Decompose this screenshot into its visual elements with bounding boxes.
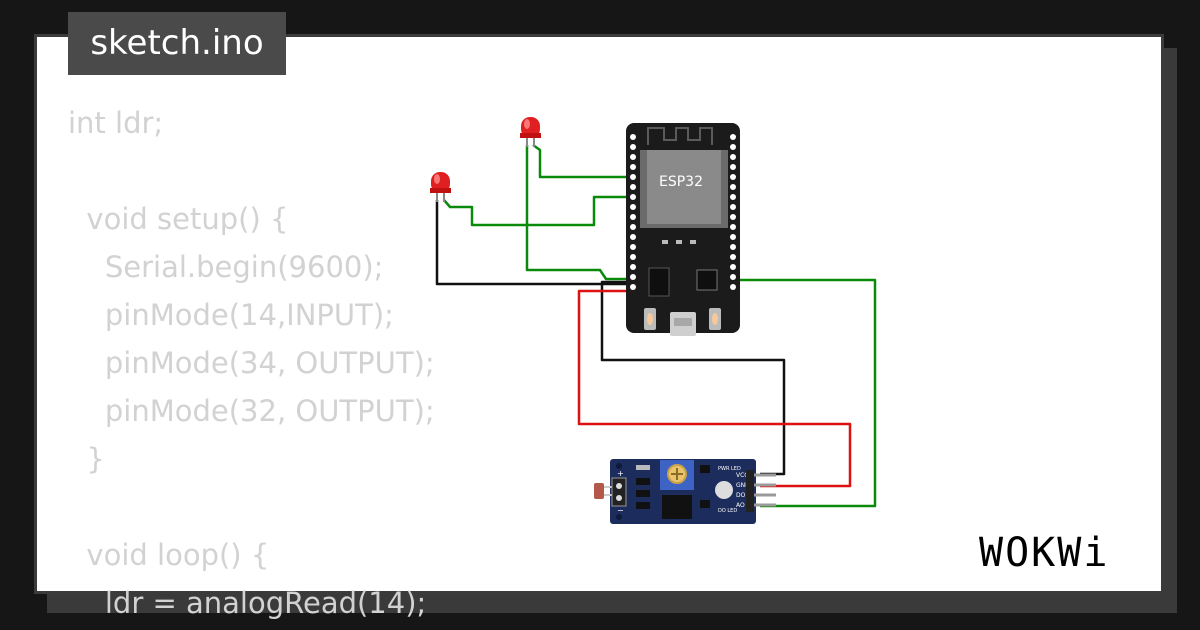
pwr-led-label: PWR LED — [718, 466, 741, 472]
svg-text:+: + — [617, 469, 624, 478]
esp32-right-pins — [730, 134, 736, 290]
red-led-2[interactable] — [430, 172, 451, 202]
pin-label-do: DO — [736, 492, 746, 499]
do-led-label: DO LED — [718, 508, 737, 514]
file-tab[interactable]: sketch.ino — [68, 12, 286, 75]
code-line: void loop() { — [68, 538, 270, 572]
red-led-1[interactable] — [520, 117, 541, 147]
photoresistor — [594, 483, 604, 499]
svg-text:−: − — [617, 506, 624, 515]
code-line: pinMode(34, OUTPUT); — [68, 346, 435, 380]
code-line: pinMode(32, OUTPUT); — [68, 394, 435, 428]
code-line: } — [68, 442, 105, 476]
wire-green[interactable] — [532, 143, 636, 179]
wire-green[interactable] — [443, 195, 636, 227]
code-preview: int ldr; void setup() { Serial.begin(960… — [34, 34, 534, 620]
pin-label-gnd: GND — [736, 482, 750, 489]
esp32-left-pins — [630, 134, 636, 290]
preview-card — [34, 34, 1164, 594]
code-line: ldr = analogRead(14); — [68, 586, 427, 620]
wire-green[interactable] — [736, 278, 877, 508]
esp32-board[interactable]: ESP32 — [626, 123, 740, 336]
code-line: void setup() { — [68, 202, 289, 236]
pin-label-ao: AO — [736, 502, 745, 509]
wire-red[interactable] — [577, 289, 852, 488]
wire-green[interactable] — [525, 145, 636, 281]
ldr-sensor-module[interactable]: + − PWR LED DO LED VCC GND DO AO — [594, 459, 776, 524]
wire-black[interactable] — [600, 280, 786, 476]
wire-black[interactable] — [435, 200, 636, 286]
code-line: Serial.begin(9600); — [68, 250, 384, 284]
code-line: int ldr; — [68, 106, 164, 140]
esp32-chip-label: ESP32 — [659, 174, 703, 190]
wokwi-logo-text: WOKWi — [979, 530, 1109, 576]
code-line: pinMode(14,INPUT); — [68, 298, 394, 332]
wokwi-logo: WOKWi — [979, 530, 1109, 576]
pin-label-vcc: VCC — [736, 472, 748, 479]
wires — [435, 143, 877, 508]
